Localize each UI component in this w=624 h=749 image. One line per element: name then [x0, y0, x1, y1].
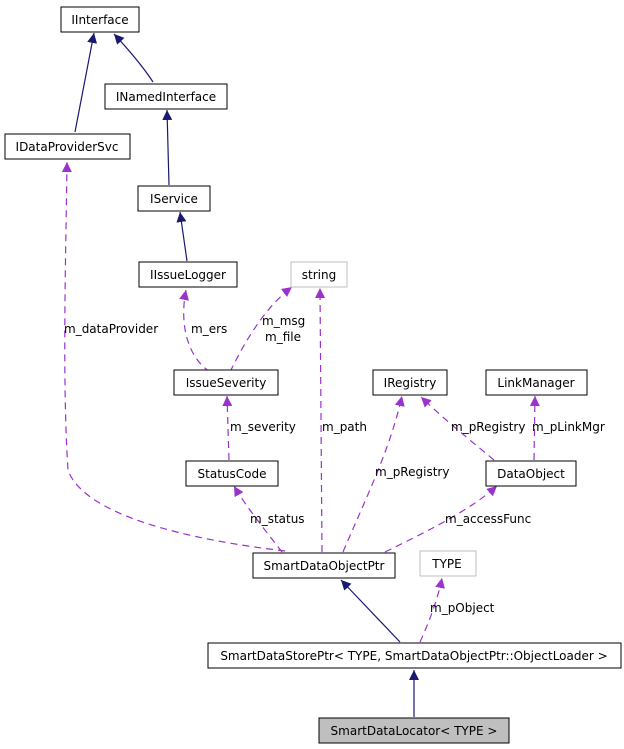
class-node-smartdataobjectptr[interactable]: SmartDataObjectPtr: [252, 552, 396, 579]
label-m-pobject: m_pObject: [430, 601, 495, 615]
nodes: IInterface INamedInterface IDataProvider…: [4, 6, 622, 744]
class-node-iservice[interactable]: IService: [137, 185, 211, 212]
label-m-ers: m_ers: [191, 322, 227, 336]
edge-labels: m_dataProvider m_ers m_msg m_file m_seve…: [64, 314, 605, 615]
class-node-idataprovidersvc[interactable]: IDataProviderSvc: [4, 133, 131, 160]
class-node-label: TYPE: [431, 557, 461, 571]
edge-m-pobject: [419, 577, 445, 643]
class-node-issueseverity[interactable]: IssueSeverity: [173, 369, 279, 396]
class-node-iinterface[interactable]: IInterface: [60, 6, 140, 33]
label-m-pregistry-iregistry: m_pRegistry: [375, 465, 449, 479]
class-node-label: StatusCode: [198, 467, 267, 481]
class-node-smartdatalocator[interactable]: SmartDataLocator< TYPE >: [318, 717, 510, 744]
class-node-label: INamedInterface: [116, 90, 216, 104]
class-node-label: SmartDataStorePtr< TYPE, SmartDataObject…: [220, 649, 607, 663]
edge-iservice-to-inamedinterface: [162, 109, 173, 186]
class-node-type[interactable]: TYPE: [419, 550, 477, 577]
edge-idataprovidersvc-to-iinterface: [74, 32, 98, 133]
class-node-smartdatastoreptr[interactable]: SmartDataStorePtr< TYPE, SmartDataObject…: [207, 642, 622, 669]
class-node-iregistry[interactable]: IRegistry: [372, 369, 448, 396]
class-node-label: IDataProviderSvc: [16, 140, 119, 154]
edge-m-msg-file: [229, 286, 293, 373]
class-node-label: LinkManager: [497, 376, 574, 390]
class-node-string[interactable]: string: [290, 261, 348, 288]
label-m-status: m_status: [250, 512, 305, 526]
edge-m-pregistry-dataobject: [420, 396, 495, 461]
label-m-severity: m_severity: [230, 420, 296, 434]
class-node-statuscode[interactable]: StatusCode: [185, 460, 279, 487]
label-m-plinkmgr: m_pLinkMgr: [532, 420, 605, 434]
label-m-pregistry-dataobject: m_pRegistry: [451, 420, 525, 434]
edge-m-severity: [222, 395, 233, 461]
edge-iissuelogger-to-iservice: [176, 211, 188, 262]
edge-m-pregistry-iregistry: [342, 395, 405, 553]
class-node-linkmanager[interactable]: LinkManager: [485, 369, 588, 396]
class-node-label: SmartDataLocator< TYPE >: [331, 724, 498, 738]
label-m-path: m_path: [322, 420, 367, 434]
class-node-label: IssueSeverity: [186, 376, 267, 390]
edges: [61, 32, 540, 717]
label-m-accessfunc: m_accessFunc: [445, 512, 531, 526]
edge-m-accessfunc: [384, 485, 498, 553]
edge-m-status: [233, 485, 283, 553]
class-node-iissuelogger[interactable]: IIssueLogger: [138, 261, 238, 288]
edge-smartdatastoreptr-to-smartdataobjectptr: [340, 579, 401, 643]
class-node-label: string: [302, 268, 336, 282]
class-node-dataobject[interactable]: DataObject: [485, 460, 577, 487]
edge-m-path: [315, 287, 326, 553]
class-node-label: IRegistry: [384, 376, 437, 390]
class-node-inamedinterface[interactable]: INamedInterface: [104, 83, 228, 110]
class-node-label: IIssueLogger: [150, 268, 226, 282]
class-node-label: IInterface: [71, 13, 128, 27]
edge-inamedinterface-to-iinterface: [113, 33, 154, 83]
class-node-label: IService: [150, 192, 198, 206]
label-m-dataprovider: m_dataProvider: [64, 322, 158, 336]
edge-m-dataprovider: [61, 161, 286, 552]
label-m-msg: m_msg: [262, 314, 305, 328]
label-m-file: m_file: [265, 330, 301, 344]
class-node-label: SmartDataObjectPtr: [264, 559, 385, 573]
edge-m-plinkmgr: [529, 395, 540, 461]
class-node-label: DataObject: [497, 467, 565, 481]
